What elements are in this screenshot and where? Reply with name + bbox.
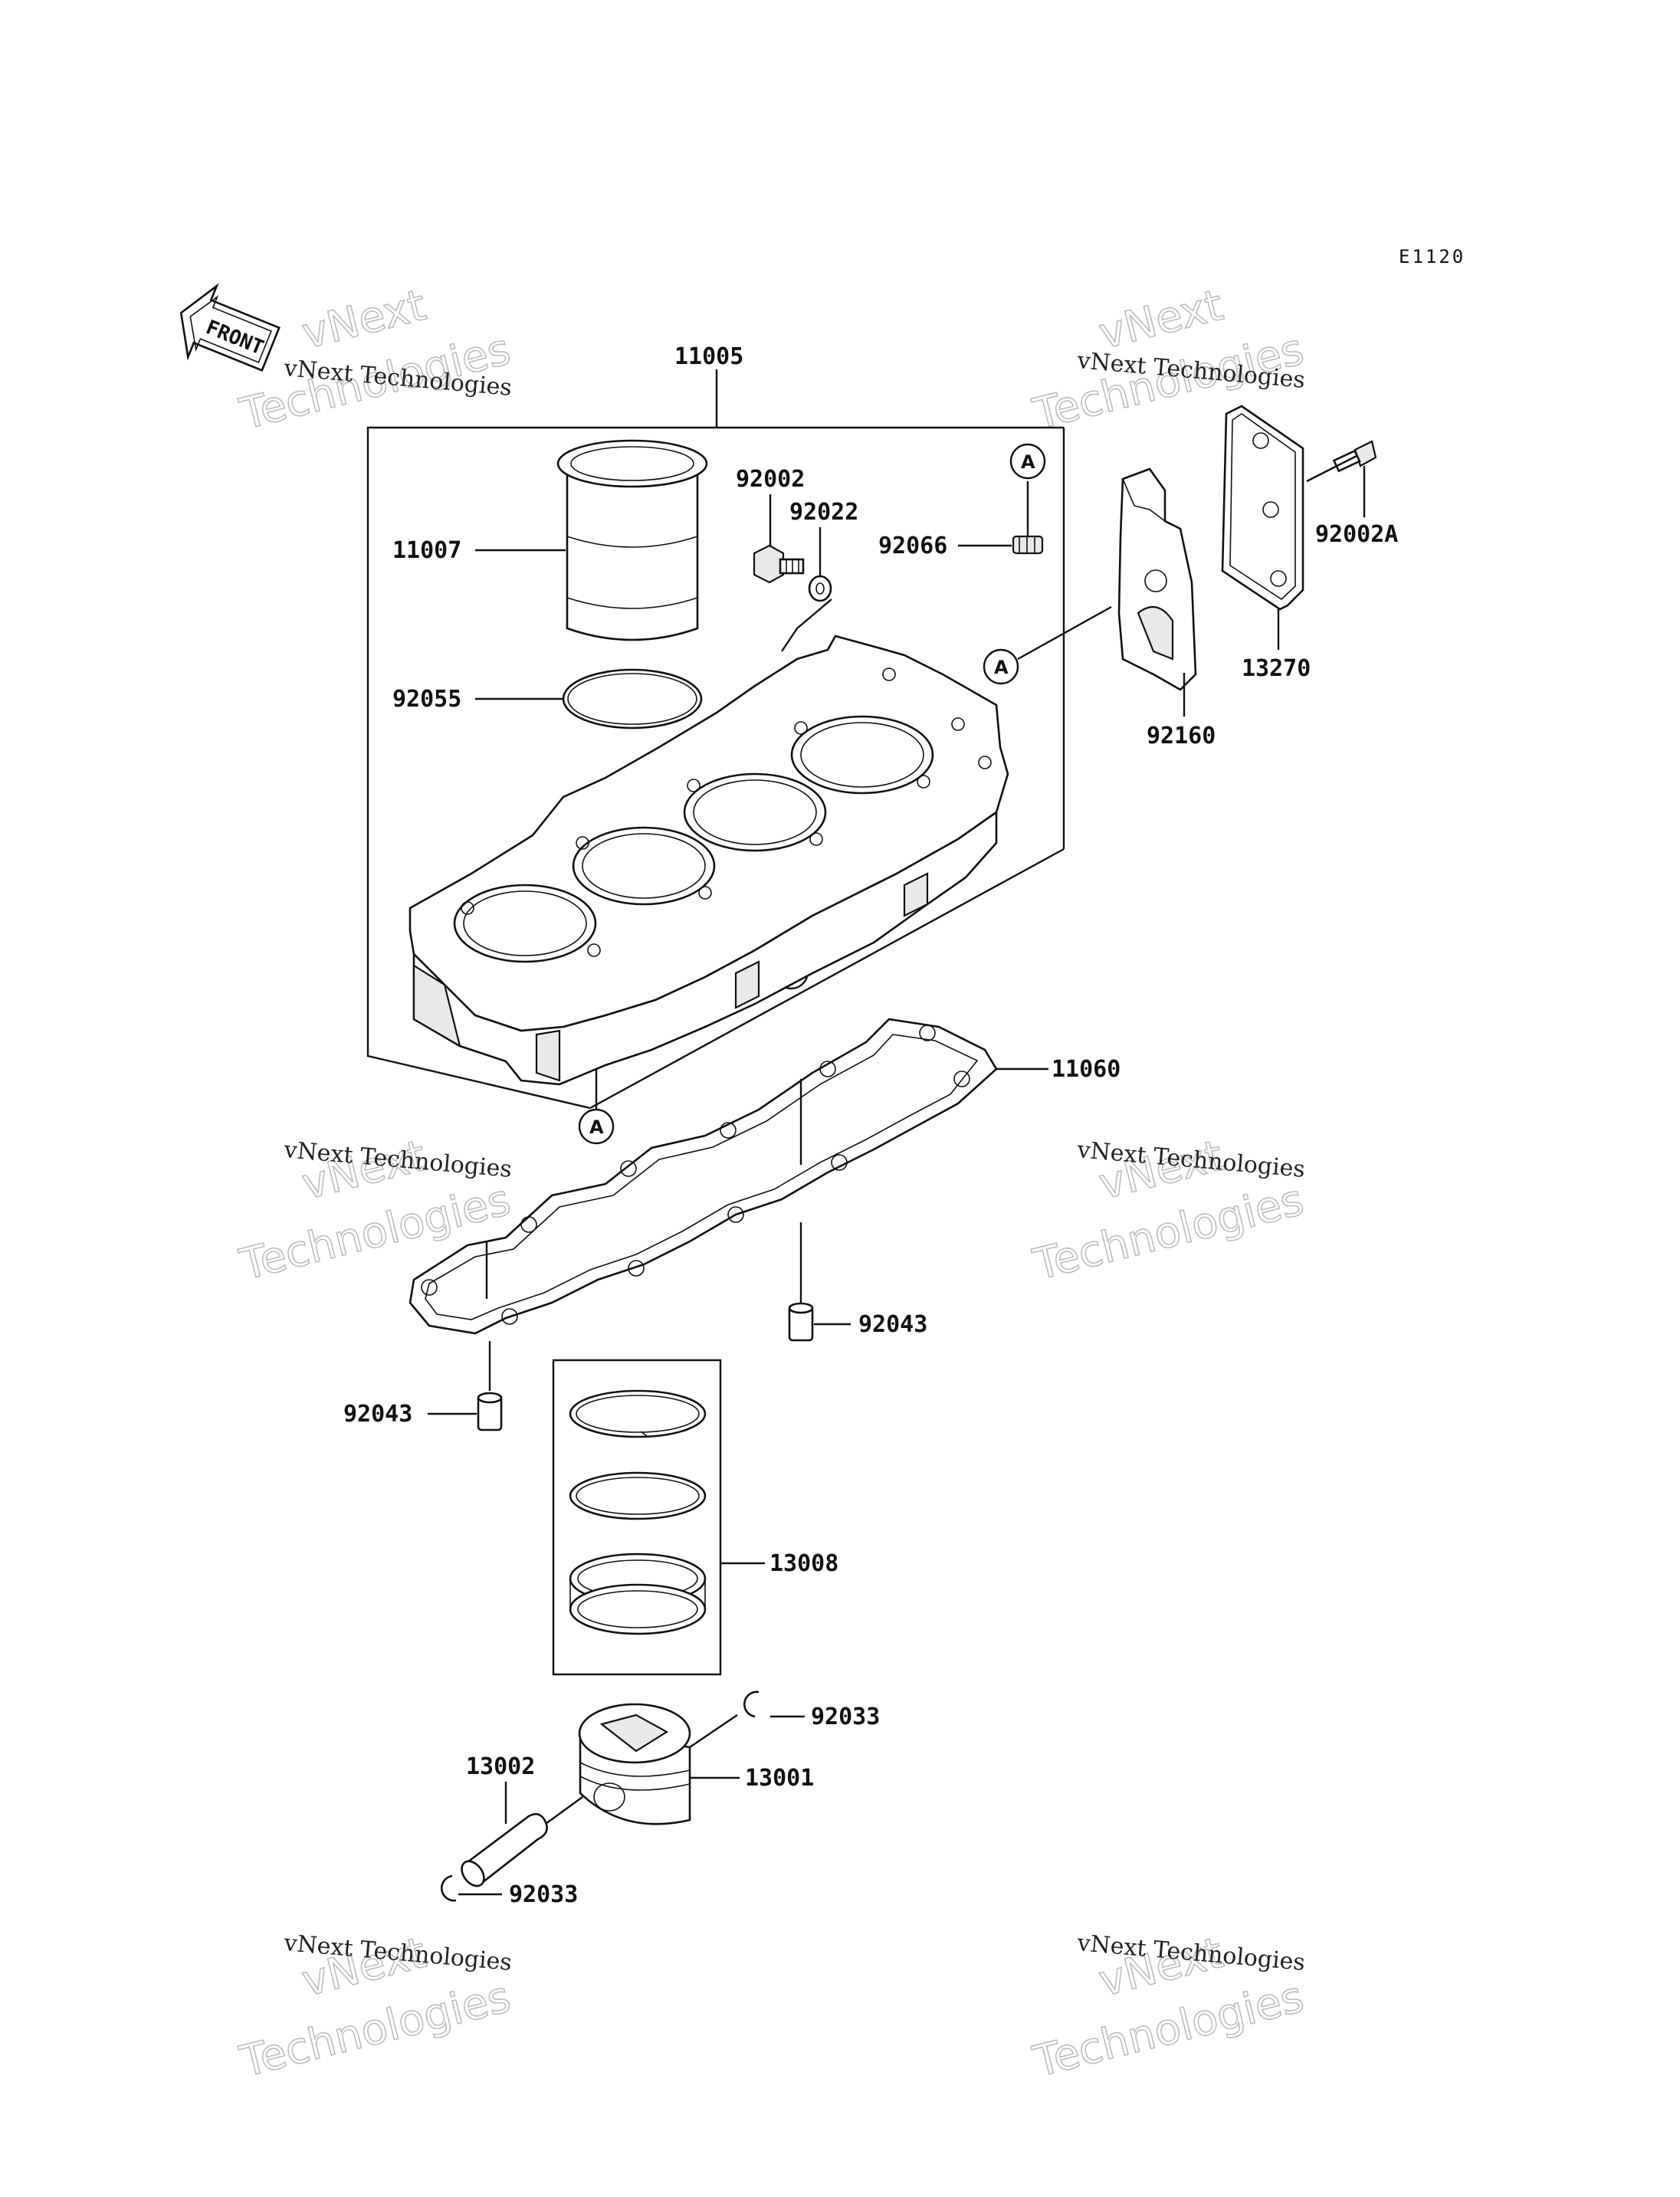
dowel-pin-92043-right bbox=[788, 1302, 814, 1342]
leader-92022-to-block bbox=[781, 598, 832, 652]
part-label-13002: 13002 bbox=[466, 1753, 535, 1780]
part-label-13001: 13001 bbox=[745, 1765, 814, 1792]
assembly-bracket-11005 bbox=[366, 369, 1065, 1110]
part-label-92066: 92066 bbox=[878, 533, 947, 559]
plug-92066 bbox=[1012, 535, 1044, 555]
bolt-92002 bbox=[753, 544, 805, 584]
leader-ref-side bbox=[1017, 605, 1112, 661]
part-label-92160: 92160 bbox=[1147, 723, 1216, 749]
part-label-13270: 13270 bbox=[1242, 655, 1311, 682]
diagram-code: E1120 bbox=[1399, 246, 1465, 267]
piston-pin-13002 bbox=[461, 1813, 548, 1887]
piston-ring-top bbox=[569, 1389, 707, 1438]
cover-plate-13270 bbox=[1221, 405, 1304, 611]
piston-ring-oil bbox=[569, 1553, 707, 1635]
cylinder-sleeve-11007 bbox=[556, 439, 708, 641]
gasket-11060 bbox=[409, 1018, 998, 1335]
svg-text:A: A bbox=[1021, 451, 1035, 473]
piston-pin-clip-92033-bottom bbox=[441, 1874, 457, 1902]
part-label-92022: 92022 bbox=[789, 499, 858, 526]
ref-marker-a-side: A bbox=[983, 648, 1019, 685]
cylinder-block bbox=[409, 635, 1009, 1086]
dowel-pin-92043-left bbox=[477, 1392, 503, 1431]
part-label-92043-left: 92043 bbox=[343, 1401, 412, 1428]
part-label-11005: 11005 bbox=[674, 343, 743, 370]
watermark-top-left: vNext Technologies vNext Technologies bbox=[235, 280, 516, 440]
ref-marker-a-bottom: A bbox=[578, 1108, 615, 1145]
watermark-bottom-right: vNext Technologies vNext Technologies bbox=[1028, 1927, 1309, 2087]
part-label-92043-right: 92043 bbox=[858, 1311, 927, 1338]
part-label-92033-bottom: 92033 bbox=[509, 1881, 578, 1908]
leader-13002-to-piston bbox=[545, 1796, 583, 1825]
part-label-13008: 13008 bbox=[769, 1550, 838, 1577]
part-label-92055: 92055 bbox=[392, 686, 461, 713]
svg-text:A: A bbox=[589, 1117, 604, 1138]
part-label-92002: 92002 bbox=[736, 466, 805, 493]
piston-13001 bbox=[578, 1703, 691, 1825]
part-label-11007: 11007 bbox=[392, 537, 461, 564]
piston-pin-clip-92033-top bbox=[743, 1690, 760, 1718]
watermark-top-right: vNext Technologies vNext Technologies bbox=[1028, 280, 1309, 440]
watermark-mid-right: vNext Technologies vNext Technologies bbox=[1028, 1130, 1309, 1290]
svg-text:A: A bbox=[994, 657, 1009, 678]
part-label-92033-top: 92033 bbox=[811, 1703, 880, 1730]
part-label-11060: 11060 bbox=[1052, 1056, 1121, 1083]
leader-92002A-cover bbox=[1306, 454, 1357, 483]
o-ring-92055 bbox=[562, 668, 703, 730]
ring-set-box-13008 bbox=[552, 1359, 722, 1676]
chain-guide-92160 bbox=[1117, 467, 1197, 691]
part-label-92002A: 92002A bbox=[1315, 521, 1398, 548]
watermark-bottom-left: vNext Technologies vNext Technologies bbox=[235, 1927, 516, 2087]
ref-marker-a-top: A bbox=[1009, 443, 1046, 480]
front-arrow-icon: FRONT bbox=[179, 283, 281, 372]
washer-92022 bbox=[808, 575, 832, 602]
piston-ring-second bbox=[569, 1471, 707, 1520]
leader-92033-top-to-piston bbox=[689, 1714, 738, 1748]
